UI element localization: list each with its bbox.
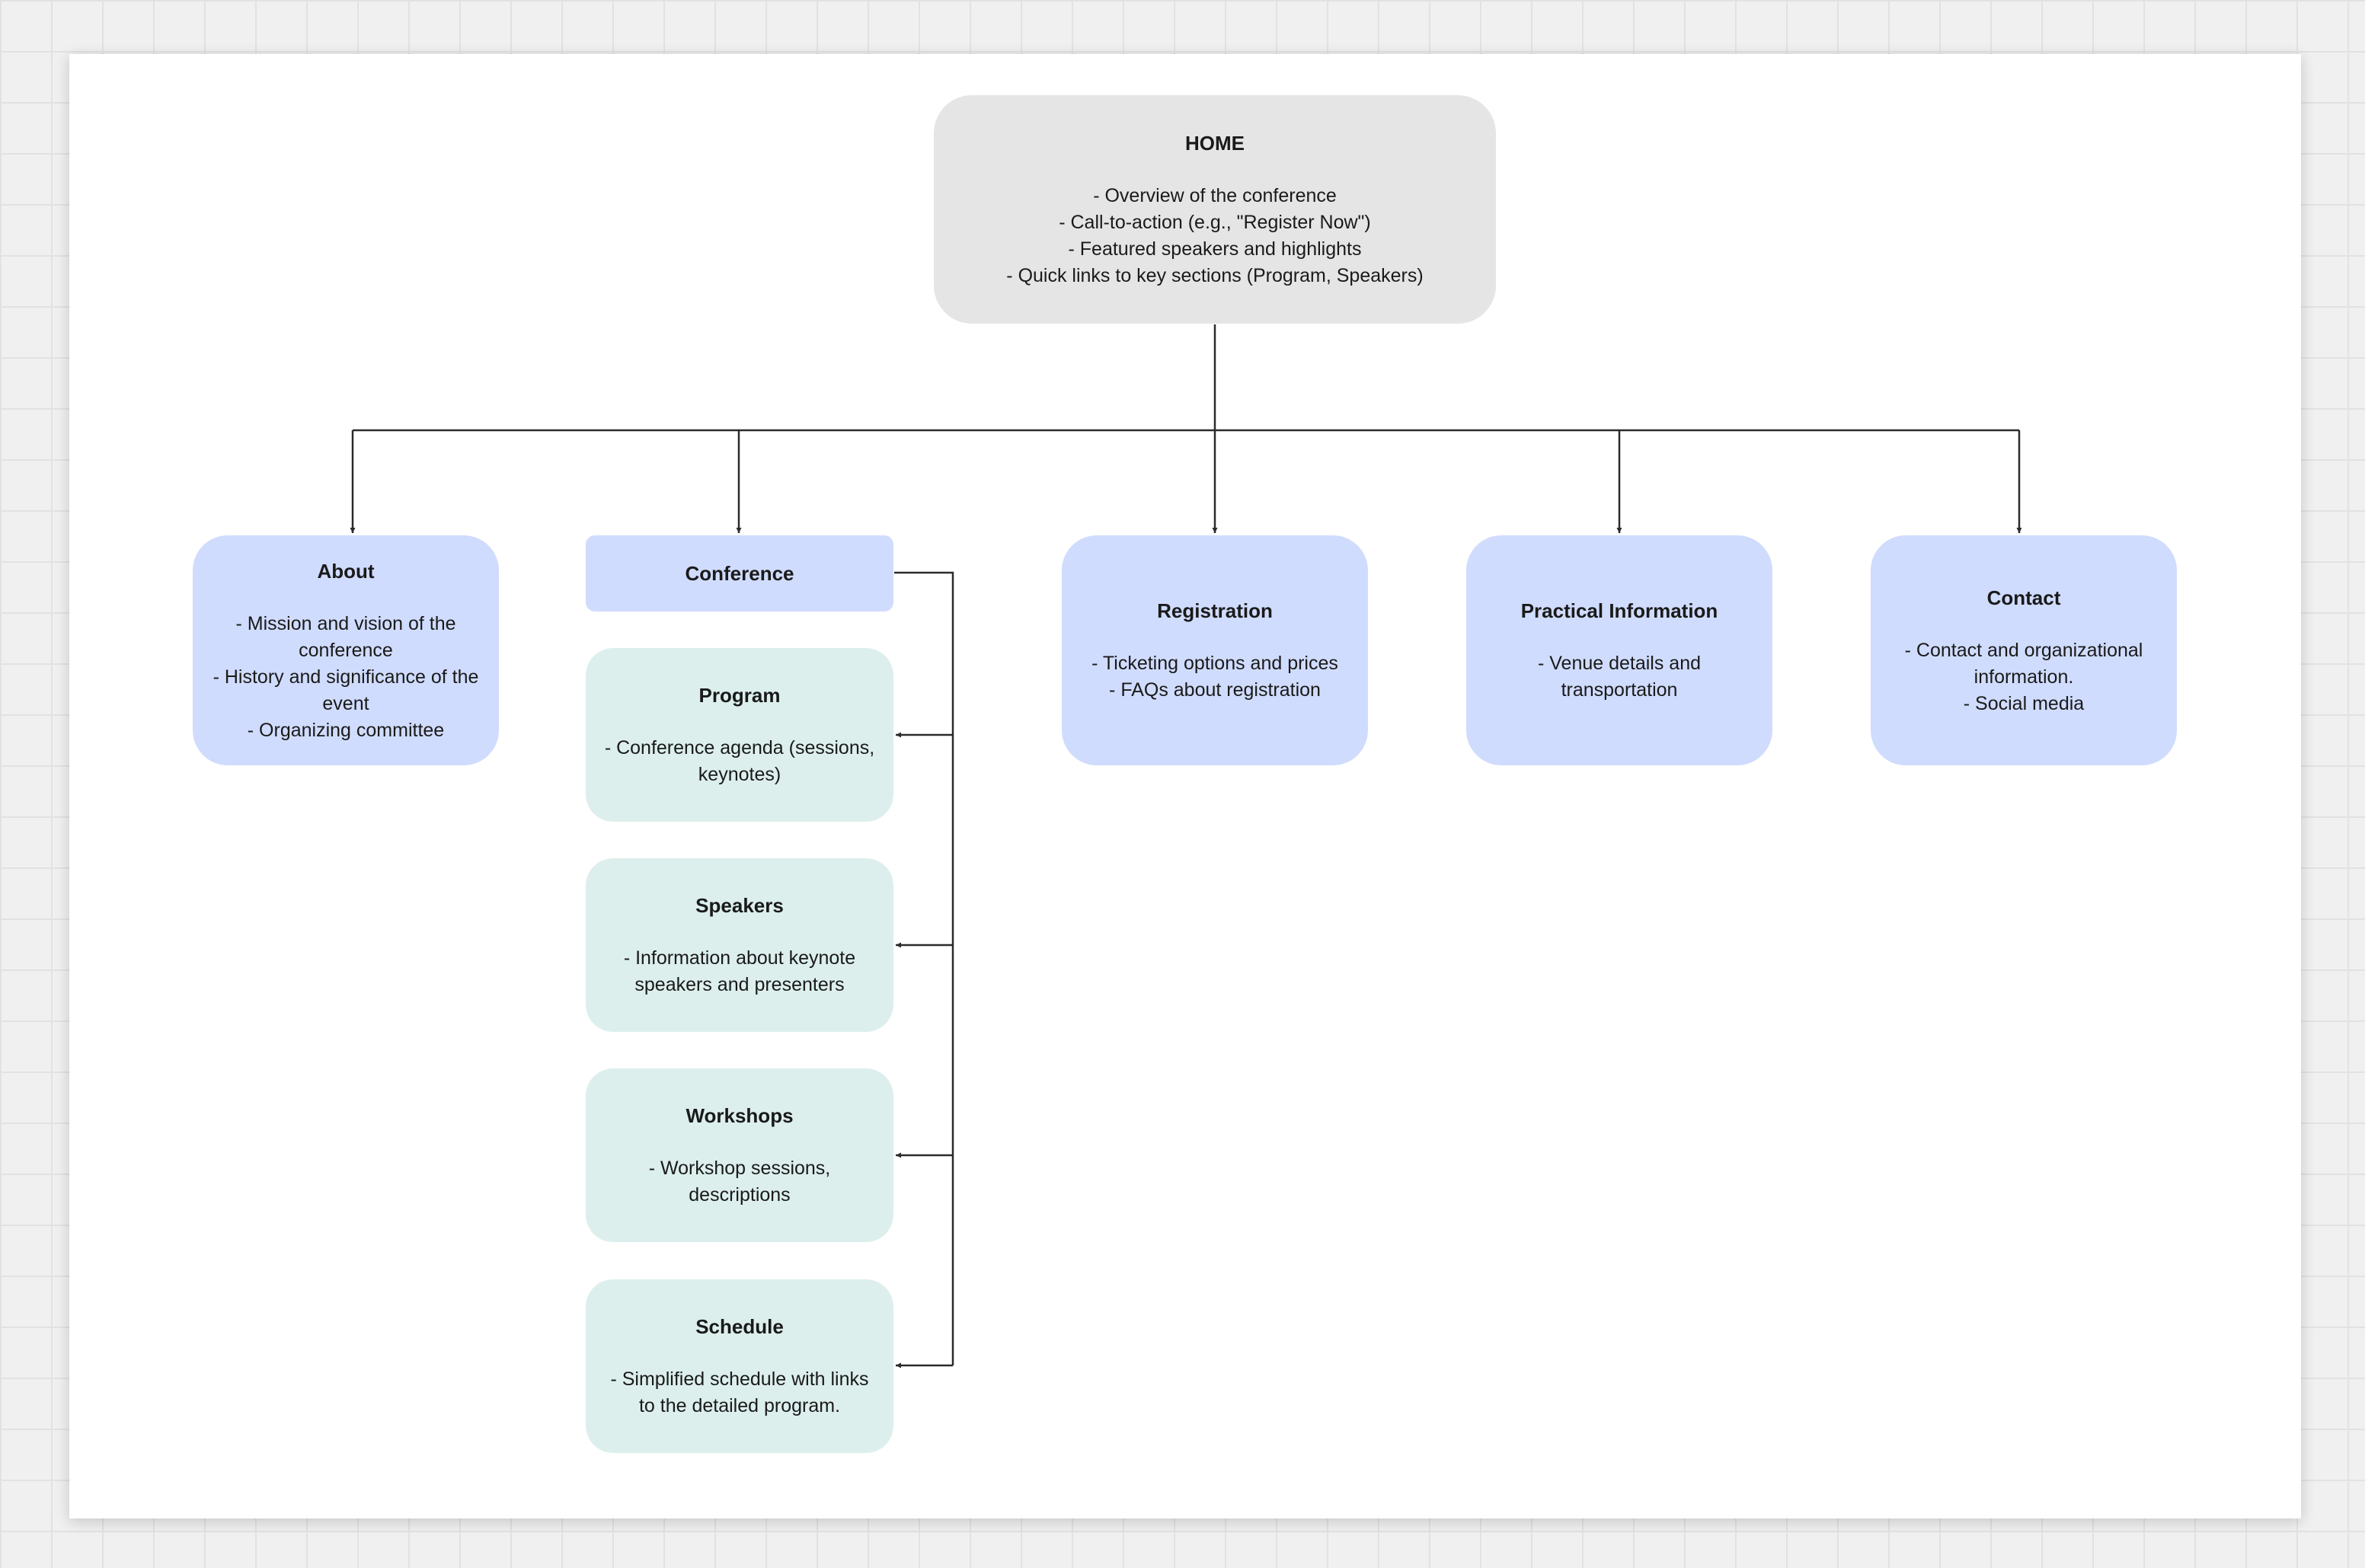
node-speakers-description: - Information about keynote speakers and… [624, 945, 855, 998]
node-practical-information-title: Practical Information [1520, 599, 1718, 622]
node-contact[interactable]: Contact - Contact and organizational inf… [1871, 535, 2177, 765]
node-practical-information-line: - Venue details and [1537, 653, 1702, 674]
node-speakers-line: speakers and presenters [634, 974, 845, 995]
node-about-line: - Mission and vision of the [235, 612, 456, 634]
node-schedule-title: Schedule [695, 1315, 784, 1338]
node-program-description: - Conference agenda (sessions, keynotes) [605, 735, 874, 788]
node-registration-line: - FAQs about registration [1109, 679, 1321, 701]
node-schedule-description: - Simplified schedule with links to the … [610, 1366, 868, 1420]
node-registration-description: - Ticketing options and prices - FAQs ab… [1091, 650, 1338, 704]
node-conference-title: Conference [685, 562, 794, 585]
node-workshops-description: - Workshop sessions, descriptions [649, 1155, 831, 1209]
node-program-title: Program [698, 684, 781, 707]
node-registration-title: Registration [1157, 599, 1273, 622]
node-home-line: - Quick links to key sections (Program, … [1006, 265, 1424, 286]
node-about-line: conference [299, 639, 393, 661]
node-workshops[interactable]: Workshops - Workshop sessions, descripti… [586, 1068, 893, 1242]
node-home-line: - Featured speakers and highlights [1068, 238, 1362, 260]
node-contact-description: - Contact and organizational information… [1905, 637, 2143, 717]
node-program-line: keynotes) [698, 764, 781, 785]
node-about-line: - Organizing committee [247, 719, 445, 741]
node-practical-information-description: - Venue details and transportation [1538, 650, 1701, 704]
node-program[interactable]: Program - Conference agenda (sessions, k… [586, 648, 893, 822]
node-workshops-line: descriptions [689, 1184, 791, 1206]
node-home-line: - Overview of the conference [1093, 185, 1337, 206]
node-schedule-line: - Simplified schedule with links [610, 1368, 869, 1390]
node-schedule-line: to the detailed program. [638, 1395, 841, 1416]
node-home-line: - Call-to-action (e.g., "Register Now") [1059, 212, 1371, 233]
node-home[interactable]: HOME - Overview of the conference - Call… [934, 95, 1496, 324]
node-contact-line: - Social media [1963, 692, 2085, 714]
node-speakers-line: - Information about keynote [623, 947, 856, 969]
node-about-line: - History and significance of the [213, 666, 479, 688]
node-contact-line: information. [1973, 666, 2074, 688]
node-about[interactable]: About - Mission and vision of the confer… [193, 535, 499, 765]
node-contact-title: Contact [1986, 586, 2061, 609]
node-workshops-line: - Workshop sessions, [648, 1158, 831, 1179]
node-contact-line: - Contact and organizational [1904, 639, 2143, 661]
node-home-description: - Overview of the conference - Call-to-a… [1006, 183, 1423, 289]
node-program-line: - Conference agenda (sessions, [604, 737, 875, 758]
node-practical-information-line: transportation [1561, 679, 1678, 701]
node-workshops-title: Workshops [686, 1104, 794, 1127]
node-practical-information[interactable]: Practical Information - Venue details an… [1466, 535, 1772, 765]
node-registration[interactable]: Registration - Ticketing options and pri… [1062, 535, 1368, 765]
node-conference[interactable]: Conference [586, 535, 893, 612]
node-about-title: About [317, 559, 375, 583]
node-home-title: HOME [1185, 132, 1245, 155]
node-about-line: event [322, 692, 369, 714]
node-speakers[interactable]: Speakers - Information about keynote spe… [586, 858, 893, 1032]
node-registration-line: - Ticketing options and prices [1091, 653, 1338, 674]
node-speakers-title: Speakers [695, 894, 784, 917]
node-about-description: - Mission and vision of the conference -… [213, 611, 479, 744]
node-schedule[interactable]: Schedule - Simplified schedule with link… [586, 1279, 893, 1453]
